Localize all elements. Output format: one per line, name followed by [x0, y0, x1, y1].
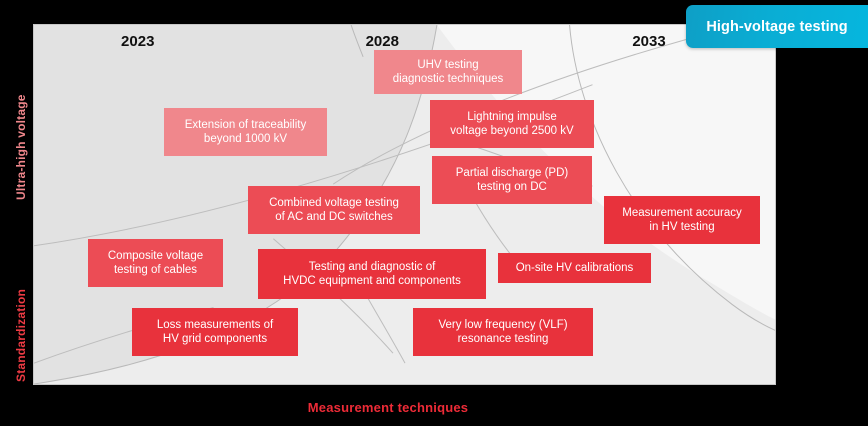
milestone-box[interactable]: Combined voltage testing of AC and DC sw… [248, 186, 420, 234]
milestone-box[interactable]: Testing and diagnostic of HVDC equipment… [258, 249, 486, 299]
timeline-year-2023: 2023 [121, 33, 155, 50]
y-axis-label-ultra-high-voltage: Ultra-high voltage [14, 94, 28, 200]
timeline-year-2033: 2033 [632, 33, 666, 50]
milestone-box[interactable]: Lightning impulse voltage beyond 2500 kV [430, 100, 594, 148]
y-axis-label-standardization: Standardization [14, 288, 28, 382]
milestone-box[interactable]: Measurement accuracy in HV testing [604, 196, 760, 244]
milestone-box[interactable]: Composite voltage testing of cables [88, 239, 223, 287]
milestone-box[interactable]: Partial discharge (PD) testing on DC [432, 156, 592, 204]
x-axis-label: Measurement techniques [307, 400, 469, 415]
milestone-box[interactable]: Loss measurements of HV grid components [132, 308, 298, 356]
milestone-box[interactable]: On-site HV calibrations [498, 253, 651, 283]
category-badge[interactable]: High-voltage testing [686, 5, 868, 48]
milestone-box[interactable]: UHV testing diagnostic techniques [374, 50, 522, 94]
milestone-box[interactable]: Very low frequency (VLF) resonance testi… [413, 308, 593, 356]
timeline-year-2028: 2028 [365, 33, 399, 50]
milestone-box[interactable]: Extension of traceability beyond 1000 kV [164, 108, 327, 156]
